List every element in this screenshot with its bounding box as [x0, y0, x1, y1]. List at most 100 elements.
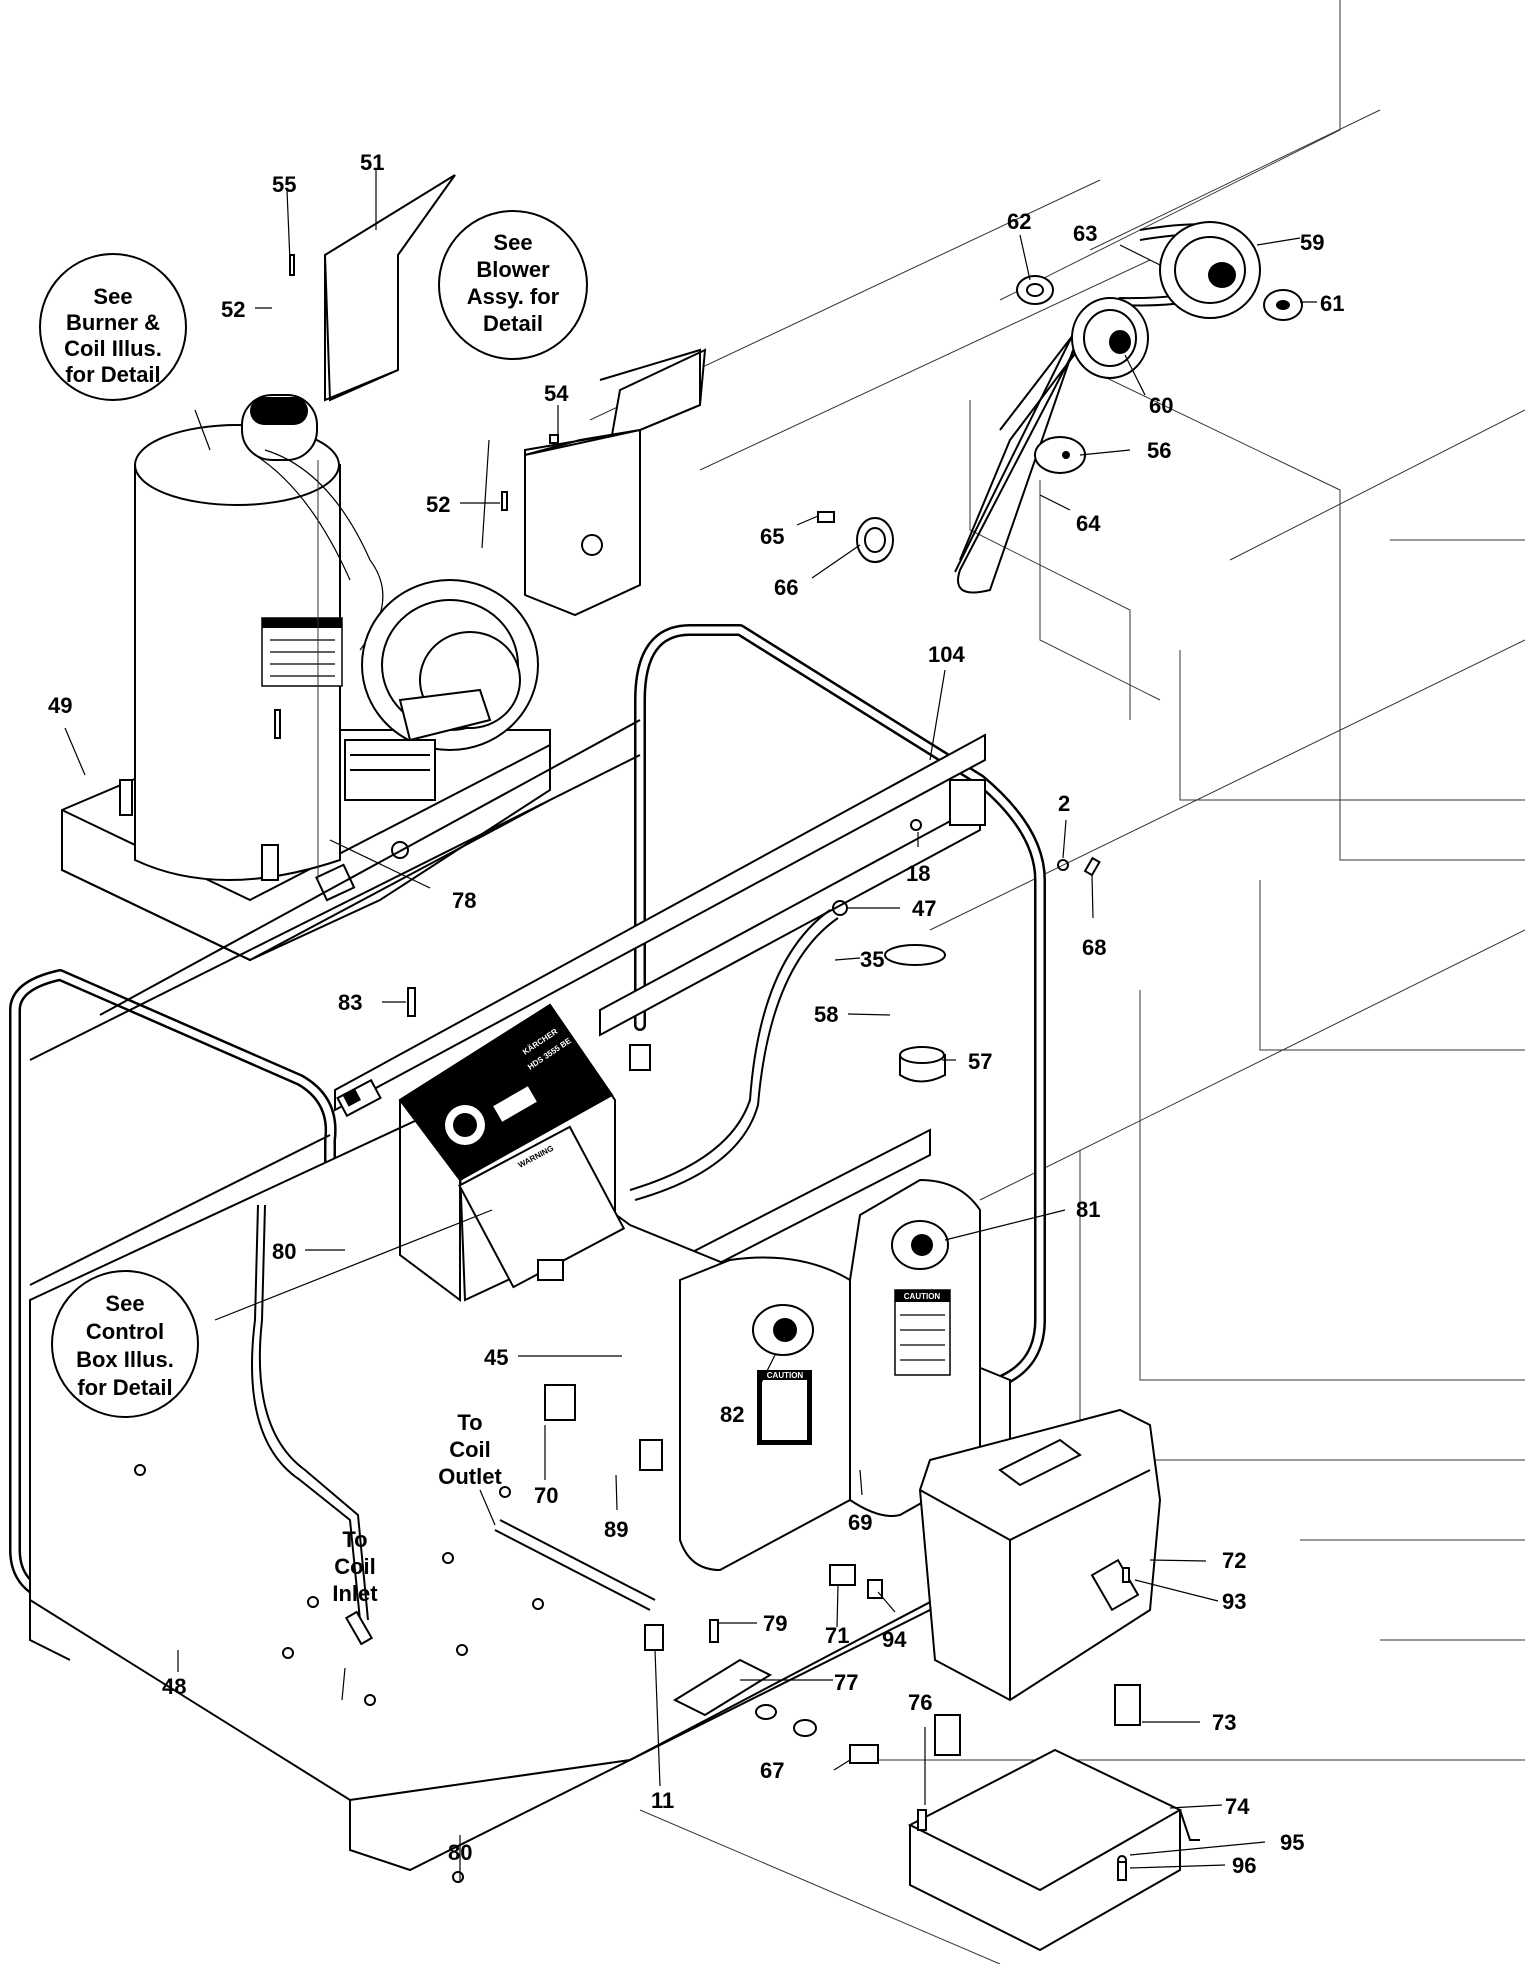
svg-text:for Detail: for Detail — [65, 362, 160, 387]
svg-text:Coil Illus.: Coil Illus. — [64, 336, 162, 361]
part-label-82: 82 — [720, 1402, 744, 1427]
part-label-67: 67 — [760, 1758, 784, 1783]
idler-pulley-66 — [856, 517, 894, 563]
part-label-73: 73 — [1212, 1710, 1236, 1735]
svg-text:Box Illus.: Box Illus. — [76, 1347, 174, 1372]
battery-base-plate — [907, 1684, 1200, 1952]
part-label-59: 59 — [1300, 230, 1324, 255]
washer-18 — [910, 819, 922, 831]
part-label-49: 49 — [48, 693, 72, 718]
spacer-73-left — [934, 1714, 961, 1756]
part-label-47: 47 — [912, 896, 936, 921]
caution-decal-81 — [894, 1289, 951, 1376]
svg-text:Blower: Blower — [476, 257, 550, 282]
part-label-56: 56 — [1147, 438, 1171, 463]
svg-text:Coil: Coil — [449, 1437, 491, 1462]
fitting-67 — [849, 1744, 879, 1764]
bushing-62 — [1016, 275, 1054, 305]
svg-text:To: To — [457, 1410, 482, 1435]
fitting-71 — [829, 1564, 856, 1586]
svg-text:To: To — [342, 1527, 367, 1552]
part-label-62: 62 — [1007, 209, 1031, 234]
part-label-104: 104 — [928, 642, 965, 667]
part-label-60: 60 — [1149, 393, 1173, 418]
annotation-coil-inlet: To Coil Inlet — [332, 1527, 378, 1606]
part-label-58: 58 — [814, 1002, 838, 1027]
part-label-89: 89 — [604, 1517, 628, 1542]
screw-83 — [407, 987, 416, 1017]
part-label-54: 54 — [544, 381, 569, 406]
part-label-61: 61 — [1320, 291, 1344, 316]
screw-93 — [1122, 1567, 1130, 1583]
pulley-56 — [1034, 436, 1086, 474]
part-label-63: 63 — [1073, 221, 1097, 246]
battery-box — [918, 1408, 1162, 1702]
leader-lines — [64, 170, 1317, 1882]
caution-decal-text-2: CAUTION — [904, 1292, 941, 1301]
part-label-66: 66 — [774, 575, 798, 600]
roll-cage-frame — [9, 624, 1046, 1872]
part-label-72: 72 — [1222, 1548, 1246, 1573]
screw-79 — [709, 1619, 719, 1643]
elbow-70 — [544, 1384, 576, 1421]
part-label-81: 81 — [1076, 1197, 1100, 1222]
part-label-69: 69 — [848, 1510, 872, 1535]
bolt-68 — [1083, 856, 1101, 877]
part-label-78: 78 — [452, 888, 476, 913]
locknut — [793, 1719, 817, 1737]
svg-text:See: See — [93, 284, 132, 309]
callout-control-box: See Control Box Illus. for Detail — [51, 1270, 199, 1418]
part-label-94: 94 — [882, 1627, 907, 1652]
annotation-coil-outlet: To Coil Outlet — [438, 1410, 502, 1489]
part-number-labels: 51 55 52 54 52 62 63 59 61 60 56 65 64 6… — [48, 150, 1344, 1878]
svg-text:Outlet: Outlet — [438, 1464, 502, 1489]
coil-outlet-pipe — [494, 1529, 651, 1611]
bracket-104 — [949, 779, 986, 826]
part-label-80: 80 — [272, 1239, 296, 1264]
part-label-77: 77 — [834, 1670, 858, 1695]
svg-text:Burner &: Burner & — [66, 310, 160, 335]
part-label-80-b: 80 — [448, 1840, 472, 1865]
screw-96 — [1117, 1861, 1127, 1881]
screw-55 — [289, 254, 295, 276]
part-label-51: 51 — [360, 150, 384, 175]
svg-text:for Detail: for Detail — [77, 1375, 172, 1400]
part-label-70: 70 — [534, 1483, 558, 1508]
washer-2 — [1057, 859, 1069, 871]
fuel-tanks: CAUTION CAUTION — [679, 1178, 981, 1572]
part-label-64: 64 — [1076, 511, 1101, 536]
bracket-77 — [672, 1658, 773, 1717]
screw-76 — [917, 1809, 927, 1831]
hose-35 — [629, 909, 839, 1201]
part-label-76: 76 — [908, 1690, 932, 1715]
nipple-11 — [644, 1624, 664, 1651]
washer-80 — [452, 1871, 464, 1883]
bracket-54-chute — [524, 348, 707, 617]
part-label-95: 95 — [1280, 1830, 1304, 1855]
blower-motor — [344, 579, 539, 801]
part-label-55: 55 — [272, 172, 296, 197]
part-label-79: 79 — [763, 1611, 787, 1636]
svg-text:See: See — [493, 230, 532, 255]
fitting-80 — [537, 1259, 564, 1281]
part-label-48: 48 — [162, 1674, 186, 1699]
fitting-45 — [629, 1044, 651, 1071]
bolt-52 — [274, 709, 281, 739]
callout-burner-coil: See Burner & Coil Illus. for Detail — [39, 253, 187, 401]
control-box-warning-decal — [458, 1125, 626, 1289]
part-label-52-b: 52 — [426, 492, 450, 517]
belt-drive — [817, 221, 1303, 594]
hardware — [274, 254, 1130, 1883]
callout-blower-assy: See Blower Assy. for Detail — [438, 210, 588, 360]
nut-54 — [549, 434, 559, 444]
svg-text:Inlet: Inlet — [332, 1581, 378, 1606]
part-label-2: 2 — [1058, 791, 1070, 816]
bracket-51 — [323, 174, 456, 402]
svg-text:See: See — [105, 1291, 144, 1316]
pipe-89 — [639, 1439, 663, 1471]
svg-text:Control: Control — [86, 1319, 164, 1344]
bolt-52b — [501, 491, 508, 511]
bolt-65 — [817, 511, 835, 523]
part-label-57: 57 — [968, 1049, 992, 1074]
